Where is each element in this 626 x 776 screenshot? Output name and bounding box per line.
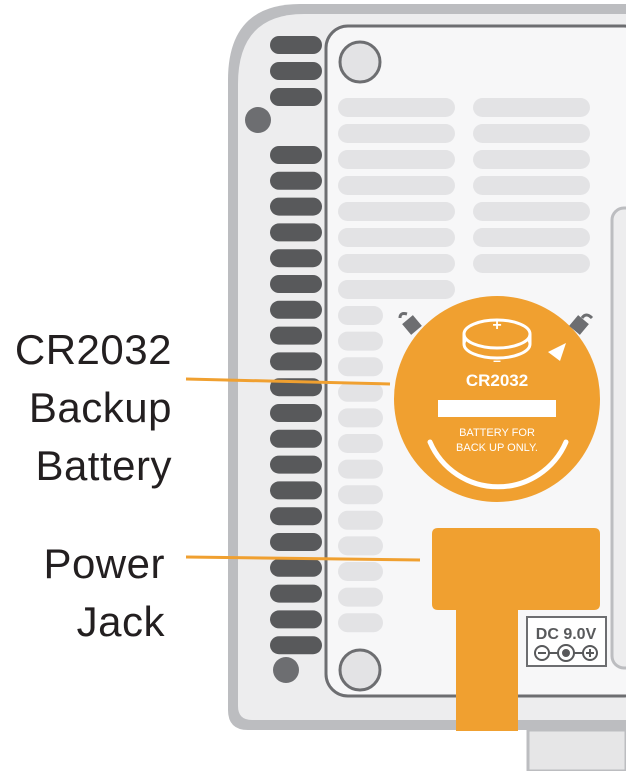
vent-slot — [338, 382, 383, 402]
side-slot — [270, 455, 322, 474]
battery-callout-label: CR2032 Backup Battery — [0, 321, 172, 495]
vent-slot — [338, 176, 455, 195]
vent-slot — [473, 150, 590, 169]
vent-slot — [338, 357, 383, 377]
vent-slot — [473, 228, 590, 247]
side-slot — [270, 481, 322, 500]
battery-callout-line3: Battery — [35, 442, 172, 489]
side-slot — [270, 249, 322, 268]
side-slot — [270, 326, 322, 345]
vent-slot — [338, 280, 455, 299]
dc-spec-box — [526, 616, 607, 667]
battery-model-text: CR2032 — [466, 371, 528, 390]
vent-slot — [338, 202, 455, 221]
battery-leader-line — [185, 377, 391, 386]
side-slot — [270, 197, 322, 216]
vent-slot — [473, 98, 590, 117]
battery-minus: – — [493, 352, 501, 368]
side-screw-top — [245, 107, 271, 133]
side-slot — [270, 36, 322, 54]
side-slot — [270, 223, 322, 242]
power-callout-label: Power Jack — [0, 535, 165, 651]
vent-slot — [338, 306, 383, 325]
vent-slot — [338, 124, 455, 143]
panel-screw-bottom — [338, 648, 382, 692]
vent-slot — [338, 150, 455, 169]
open-arrow-icon — [548, 343, 566, 361]
battery-icon — [462, 318, 532, 360]
vent-slot — [338, 562, 383, 581]
power-jack — [432, 528, 600, 731]
vent-slot — [473, 202, 590, 221]
lock-icon — [398, 312, 422, 335]
side-slot — [270, 352, 322, 371]
vent-slot — [473, 176, 590, 195]
unlock-icon — [569, 313, 594, 335]
battery-label-bar — [438, 400, 556, 417]
battery-note-line1: BATTERY FOR — [459, 427, 535, 439]
side-screw-bottom — [273, 657, 299, 683]
side-slot — [270, 300, 322, 319]
battery-cover: + – CR2032 BATTERY FOR BACK UP ONLY. — [394, 296, 600, 502]
dc-spec-label: DC 9.0V — [536, 626, 597, 643]
vent-slot — [338, 408, 383, 428]
polarity-icon — [534, 644, 598, 662]
battery-plus: + — [492, 317, 501, 334]
vent-slot — [338, 536, 383, 556]
side-slot — [270, 88, 322, 106]
side-slot — [270, 533, 322, 551]
battery-callout-line1: CR2032 — [14, 326, 172, 373]
vent-slot — [338, 485, 383, 505]
vent-slot — [338, 331, 383, 351]
vent-slot — [338, 459, 383, 479]
vent-slot — [338, 98, 455, 117]
battery-note-line2: BACK UP ONLY. — [456, 442, 538, 454]
vent-slot — [338, 434, 383, 453]
vent-slot — [473, 254, 590, 273]
side-slot — [270, 507, 322, 526]
side-slot — [270, 404, 322, 422]
side-slot — [270, 429, 322, 448]
side-slot — [270, 558, 322, 577]
side-slot — [270, 171, 322, 190]
vent-slot — [338, 587, 383, 607]
device-foot — [526, 728, 626, 773]
side-slot — [270, 584, 322, 603]
right-inset-panel — [610, 206, 626, 670]
side-slot — [270, 275, 322, 293]
side-slot — [270, 610, 322, 629]
battery-callout-line2: Backup — [28, 384, 172, 431]
battery-arc — [427, 439, 569, 490]
side-slot — [270, 636, 322, 655]
vent-slot — [338, 510, 383, 530]
power-callout-line1: Power — [43, 540, 165, 587]
power-callout-line2: Jack — [76, 598, 165, 645]
vent-slot — [338, 613, 383, 633]
panel-screw-top — [338, 40, 382, 84]
panel-vents — [338, 98, 590, 633]
vent-slot — [338, 254, 455, 273]
vent-slot — [338, 228, 455, 247]
power-leader-line — [185, 555, 421, 562]
side-vent-slots — [270, 36, 322, 655]
side-slot — [270, 62, 322, 80]
vent-slot — [473, 124, 590, 143]
side-slot — [270, 146, 322, 164]
